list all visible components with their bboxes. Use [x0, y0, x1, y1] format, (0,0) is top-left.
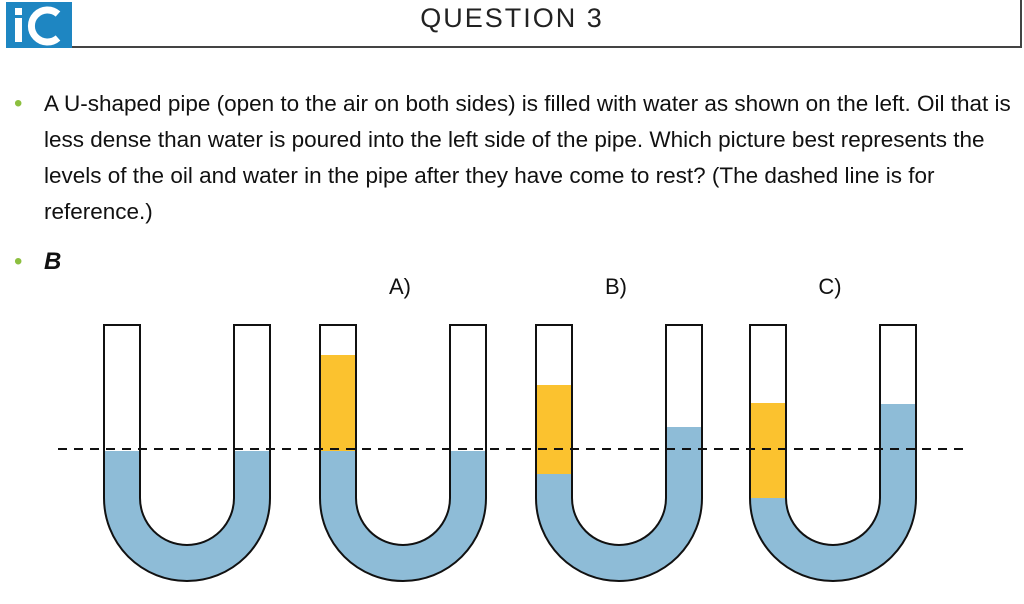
- logo-icon: [6, 2, 72, 48]
- tube-outline: [535, 324, 703, 582]
- header-edge: [1020, 0, 1022, 48]
- oil-column: [536, 385, 572, 474]
- option-label-b: B): [605, 274, 627, 299]
- u-tube-original: [103, 324, 271, 582]
- u-tube-option-b: [535, 324, 703, 582]
- tube-outline: [319, 324, 487, 582]
- water-left-column: [104, 451, 140, 499]
- answer-bullet: • B: [14, 244, 61, 280]
- question-bullet: • A U-shaped pipe (open to the air on bo…: [14, 86, 1024, 230]
- tube-outline: [103, 324, 271, 582]
- option-label-a: A): [389, 274, 411, 299]
- page-title: QUESTION 3: [420, 3, 604, 33]
- header-divider: [72, 46, 1022, 48]
- u-tube-option-a: [319, 324, 487, 582]
- slide-header: QUESTION 3: [0, 0, 1022, 48]
- oil-column: [320, 355, 356, 451]
- water-right-column: [666, 427, 702, 499]
- bullet-dot: •: [14, 248, 23, 275]
- water-left-column: [320, 451, 356, 499]
- logo: [6, 2, 72, 48]
- water-left-column: [536, 474, 572, 499]
- water-right-column: [234, 451, 270, 499]
- water-bend: [536, 498, 702, 581]
- water-right-column: [450, 451, 486, 499]
- water-bend: [750, 498, 916, 581]
- oil-column: [750, 403, 786, 498]
- bullet-dot: •: [14, 90, 23, 117]
- answer-text: B: [44, 248, 62, 275]
- option-label-c: C): [818, 274, 841, 299]
- water-bend: [104, 498, 270, 581]
- water-bend: [320, 498, 486, 581]
- question-text: A U-shaped pipe (open to the air on both…: [44, 91, 1011, 224]
- tube-outline: [749, 324, 917, 582]
- u-tube-option-c: [749, 324, 917, 582]
- water-right-column: [880, 404, 916, 499]
